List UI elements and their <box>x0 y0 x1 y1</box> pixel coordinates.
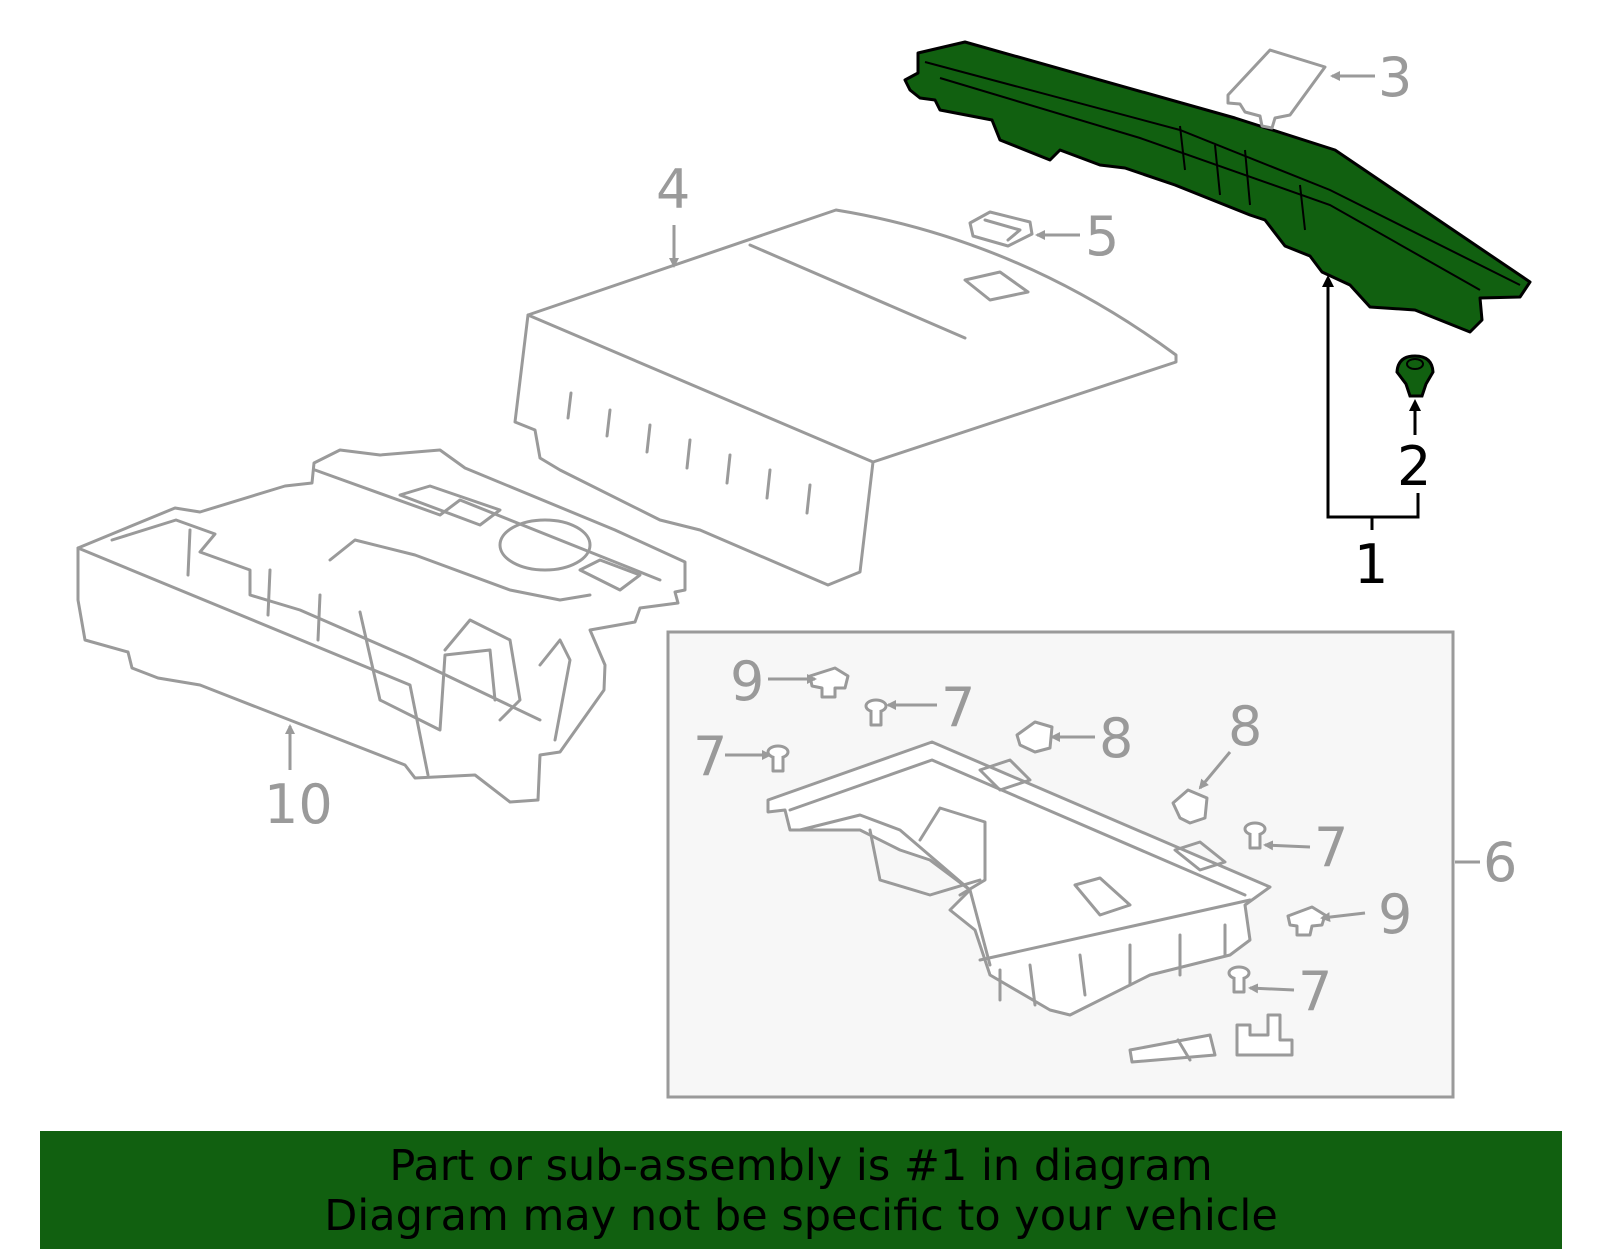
callout-6: 6 <box>1483 831 1517 894</box>
callout-9b: 9 <box>1378 883 1412 946</box>
callout-4: 4 <box>656 158 690 221</box>
callout-9a: 9 <box>730 650 764 713</box>
callout-8b: 8 <box>1228 695 1262 758</box>
part-7-screw[interactable] <box>766 744 790 773</box>
part-8-retainer[interactable] <box>1015 720 1054 754</box>
info-banner: Part or sub-assembly is #1 in diagram Di… <box>40 1131 1562 1249</box>
part-7-screw[interactable] <box>1243 821 1267 850</box>
part-7-screw[interactable] <box>864 698 888 727</box>
part-10-foam-tray[interactable] <box>76 448 687 804</box>
part-7-screw[interactable] <box>1227 965 1251 994</box>
part-8-retainer[interactable] <box>1171 788 1209 825</box>
part-2-clip[interactable] <box>1395 354 1435 398</box>
callout-7a: 7 <box>941 676 975 739</box>
callout-7d: 7 <box>1298 960 1332 1023</box>
callout-1: 1 <box>1354 533 1388 596</box>
part-1-panel[interactable] <box>903 40 1532 334</box>
banner-line-1: Part or sub-assembly is #1 in diagram <box>389 1141 1213 1191</box>
part-9-clip[interactable] <box>808 666 850 699</box>
part-9-clip[interactable] <box>1286 905 1327 937</box>
banner-line-2: Diagram may not be specific to your vehi… <box>324 1191 1278 1241</box>
callout-5: 5 <box>1085 205 1119 268</box>
leader-lines <box>285 71 1480 994</box>
part-5-clip[interactable] <box>968 210 1034 248</box>
callout-8a: 8 <box>1099 707 1133 770</box>
callout-7c: 7 <box>1314 816 1348 879</box>
part-6-storage-tray[interactable] <box>766 740 1294 1064</box>
callout-10: 10 <box>264 773 333 836</box>
callout-7b: 7 <box>693 725 727 788</box>
callout-3: 3 <box>1378 46 1412 109</box>
part-4-floor-panel[interactable] <box>513 208 1178 587</box>
callout-2: 2 <box>1397 435 1431 498</box>
part-3-cover[interactable] <box>1226 48 1327 130</box>
